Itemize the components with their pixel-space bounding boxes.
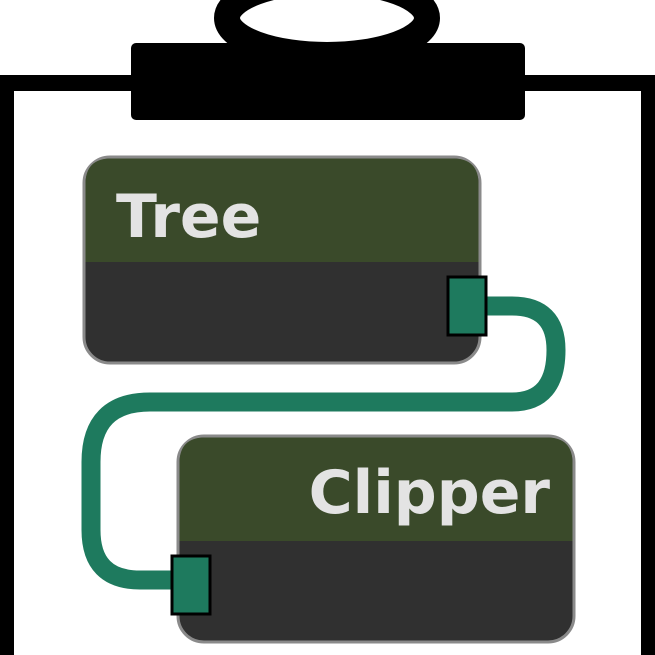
link-wire bbox=[81, 296, 566, 590]
node-clipper[interactable]: Clipper bbox=[176, 434, 576, 644]
node-tree-output-socket[interactable] bbox=[446, 275, 488, 337]
node-tree-header bbox=[85, 158, 479, 262]
node-tree-title: Tree bbox=[116, 182, 261, 252]
node-clipper-title: Clipper bbox=[309, 458, 551, 528]
node-clipper-header bbox=[179, 437, 573, 541]
node-clipper-input-socket[interactable] bbox=[170, 554, 212, 616]
node-tree[interactable]: Tree bbox=[82, 155, 482, 365]
clipboard-clip-bar bbox=[131, 43, 525, 120]
